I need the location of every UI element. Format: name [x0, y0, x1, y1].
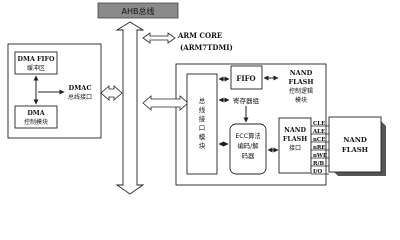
nand-ctrl-label-1: NAND [290, 69, 313, 77]
bus-interface-char: 接 [199, 114, 206, 123]
arm-core-label-1: ARM CORE [177, 31, 222, 40]
ecc-label-2: 编码/解 [237, 141, 259, 150]
signal-label: R/B [313, 161, 324, 167]
nand-if-label-1: NAND [284, 127, 306, 134]
ahb-bus-label: AHB总线 [122, 6, 155, 16]
dma-fifo-label-1: DMA FIFO [18, 56, 55, 63]
nand-ctrl-label-4: 模块 [295, 96, 307, 104]
bus-interface-char: 模 [199, 132, 206, 141]
dma-control-label-1: DMA [27, 110, 44, 117]
bus-interface-box [186, 73, 218, 175]
dmac-label-1: DMAC [68, 84, 91, 92]
ahb-bus-header [97, 2, 179, 19]
register-group-label: 寄存器组 [233, 96, 260, 105]
ecc-label-3: 码器 [242, 152, 255, 160]
dma-fifo-box [14, 51, 58, 75]
nand-controller-block-diagram: AHB总线 ARM CORE (ARM7TDMI) DMA FIFO 缓冲区 D… [7, 2, 386, 195]
signal-label: CLE [313, 121, 325, 127]
arm-core-label-2: (ARM7TDMI) [180, 43, 233, 52]
signal-lines: CLE ALE nCE nRE nWE R/B I/O [311, 121, 329, 175]
dma-control-box [14, 105, 58, 129]
dma-fifo-label-2: 缓冲区 [27, 64, 45, 72]
nand-if-label-3: 接口 [289, 144, 301, 152]
signal-label: ALE [312, 129, 325, 135]
signal-label: I/O [313, 169, 322, 175]
signal-label: nCE [313, 137, 325, 143]
ahb-bus-arrow [115, 21, 145, 195]
bus-interface-char: 总 [199, 96, 206, 105]
ecc-box [229, 123, 267, 175]
nand-if-label-2: FLASH [283, 136, 307, 143]
dma-bus-arrow [100, 85, 123, 101]
nand-ctrl-label-3: 控制逻辑 [289, 87, 313, 95]
fifo-box [230, 65, 263, 90]
signal-label: nWE [313, 153, 327, 159]
nand-ctrl-label-2: FLASH [288, 78, 313, 86]
bus-interface-text: 总线接口模块 [199, 96, 206, 150]
dma-control-label-2: 控制模块 [24, 118, 48, 126]
nand-flash-label-2: FLASH [342, 146, 369, 154]
nand-flash-chip [328, 116, 382, 173]
controller-bus-arrow [142, 95, 189, 111]
nand-flash-label-1: NAND [343, 136, 367, 144]
ecc-label-1: ECC算法 [235, 131, 260, 140]
signal-label: nRE [313, 145, 326, 151]
arm-core-arrow [142, 32, 176, 44]
bus-interface-char: 线 [199, 105, 206, 114]
bus-interface-char: 口 [199, 124, 206, 132]
bus-interface-char: 块 [199, 141, 206, 150]
nand-interface-box [278, 117, 312, 174]
fifo-label: FIFO [236, 74, 255, 83]
dmac-label-2: 总线接口 [68, 93, 92, 101]
